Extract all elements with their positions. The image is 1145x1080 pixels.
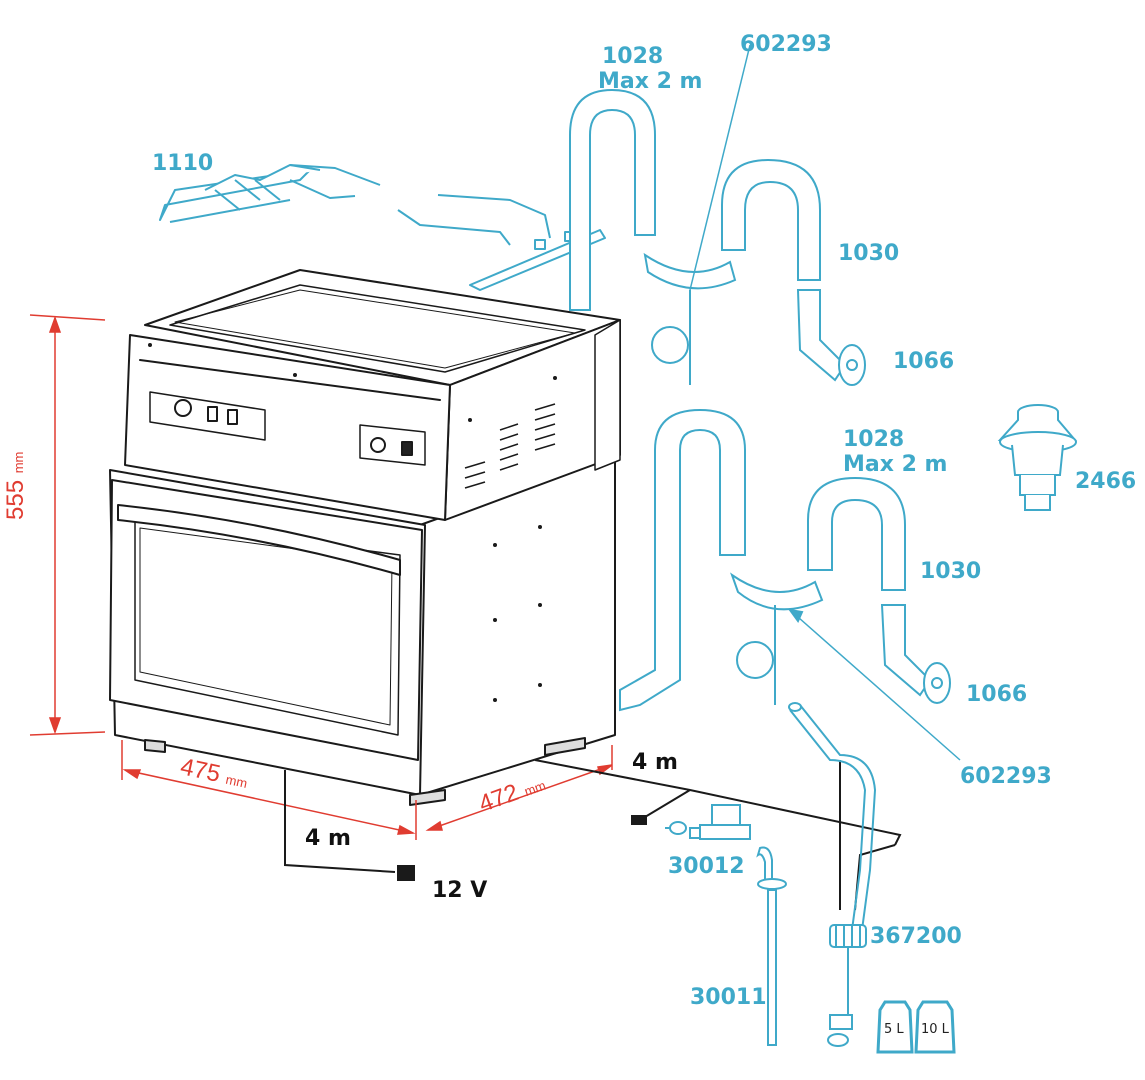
rack-assembly	[159, 164, 606, 291]
cap-367200	[827, 924, 867, 1047]
label-flange-mid-1066: 1066	[966, 682, 1028, 707]
oven-door-handle	[117, 504, 401, 576]
power-connector	[397, 865, 415, 881]
oven-vents	[464, 403, 556, 489]
hose-top-1028	[569, 88, 656, 311]
tanks	[876, 1000, 956, 1054]
valve-mid-602293	[730, 572, 961, 761]
label-flange-top-1066: 1066	[893, 349, 955, 374]
label-hose-mid-max: Max 2 m	[843, 452, 948, 477]
label-hose-top-code: 1028	[602, 44, 664, 69]
tank-10l	[914, 1000, 956, 1054]
label-solenoid-30012: 30012	[668, 854, 745, 879]
oven-control-panel	[124, 334, 451, 521]
hose-mid-1030	[807, 476, 906, 591]
cables	[284, 759, 902, 911]
label-water-length: 4 m	[632, 750, 678, 775]
flange-mid-1066	[880, 604, 951, 704]
tank-5l	[876, 1000, 914, 1054]
label-valve-mid-602293: 602293	[960, 764, 1052, 789]
label-hose-mid-code: 1028	[843, 427, 905, 452]
label-hose-top-1030: 1030	[838, 241, 900, 266]
solenoid-30012	[665, 804, 751, 840]
water-line	[534, 759, 902, 846]
label-hose-top-max: Max 2 m	[598, 69, 703, 94]
nozzle-30011	[756, 846, 787, 1046]
suction-hose	[788, 702, 877, 931]
label-hose-mid-1030: 1030	[920, 559, 982, 584]
dim-height: 555 mm	[2, 451, 29, 520]
label-power-voltage: 12 V	[432, 878, 488, 903]
label-valve-top-602293: 602293	[740, 32, 832, 57]
label-nozzle-30011: 30011	[690, 985, 767, 1010]
label-adapter-2466: 2466	[1075, 469, 1137, 494]
flange-top-1066	[796, 289, 866, 386]
oven	[109, 269, 621, 806]
power-cable	[284, 770, 396, 873]
label-power-length: 4 m	[305, 826, 351, 851]
label-tank-10l: 10 L	[921, 1022, 949, 1037]
label-rack-1110: 1110	[152, 151, 214, 176]
adapter-2466	[997, 404, 1078, 511]
valve-top-602293	[643, 44, 751, 385]
label-tank-5l: 5 L	[884, 1022, 904, 1037]
label-cap-367200: 367200	[870, 924, 962, 949]
dimension-lines	[29, 314, 613, 840]
hose-mid-1028	[619, 408, 746, 712]
hose-top-1030	[721, 158, 821, 281]
